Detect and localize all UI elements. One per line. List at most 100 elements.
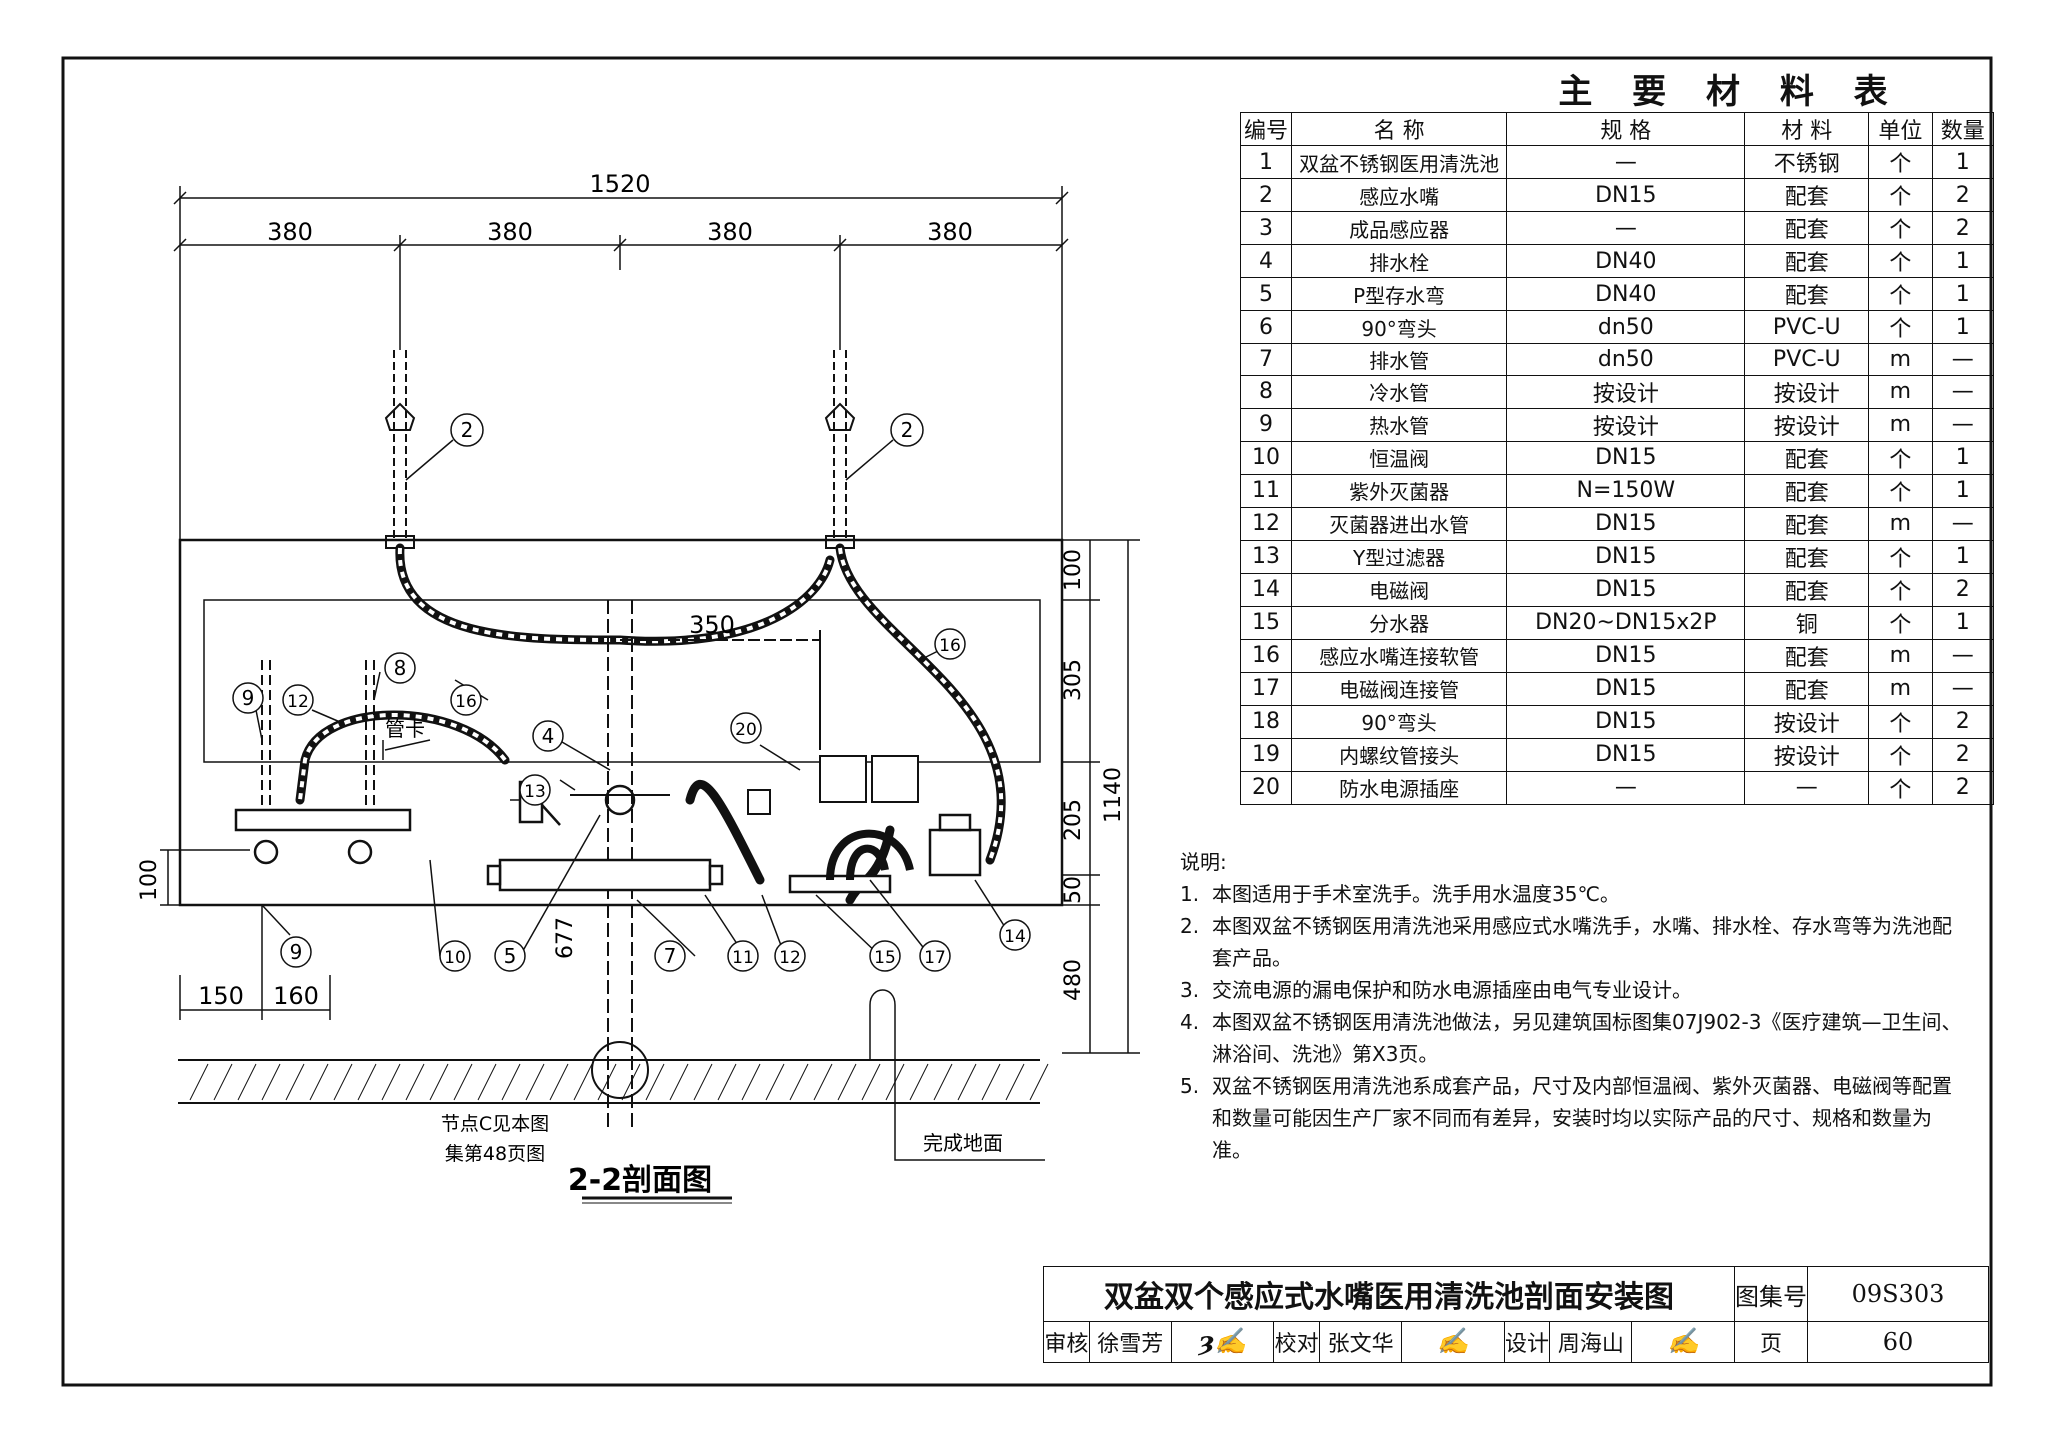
leader-lines [254,439,1011,957]
materials-cell: 1 [1931,440,1995,475]
hatch-line [381,1063,401,1101]
materials-cell: — [1506,770,1746,805]
balloon-2b: 2 [901,418,914,442]
balloon-4: 4 [542,724,555,748]
hatch-line [333,1063,353,1101]
hatch-line [741,1063,761,1101]
materials-cell: — [1931,506,1995,541]
dim-seg-3: 380 [707,218,753,246]
materials-cell: 个 [1868,473,1933,508]
materials-cell: 6 [1240,310,1292,344]
materials-cell: P型存水弯 [1290,277,1508,311]
materials-cell: DN15 [1506,704,1746,739]
materials-cell: 10 [1240,440,1292,475]
materials-cell: 配套 [1744,506,1870,541]
materials-header-row: 编号 名 称 规 格 材 料 单位 数量 [1240,112,1995,146]
materials-cell: 18 [1240,704,1292,739]
balloon-14: 14 [1004,927,1026,947]
materials-cell: DN15 [1506,506,1746,541]
designer-name: 周海山 [1549,1321,1633,1363]
materials-cell: 2 [1931,211,1995,245]
balloon-16a: 16 [455,692,477,712]
note-number: 2. [1180,914,1200,938]
materials-cell: 5 [1240,277,1292,311]
materials-cell: 个 [1868,440,1933,475]
label-pipe-clip: 管卡 [385,717,425,741]
materials-cell: 分水器 [1290,605,1508,640]
hatch-line [261,1063,281,1101]
note-text: 本图双盆不锈钢医用清洗池采用感应式水嘴洗手，水嘴、排水栓、存水弯等为洗池配套产品… [1212,914,1952,970]
drain-assembly [570,600,821,1130]
check-label: 校对 [1273,1321,1320,1363]
materials-cell: 灭菌器进出水管 [1290,506,1508,541]
materials-cell: 11 [1240,473,1292,508]
atlas-label: 图集号 [1734,1266,1808,1322]
note-item: 5.双盆不锈钢医用清洗池系成套产品，尺寸及内部恒温阀、紫外灭菌器、电磁阀等配置和… [1180,1070,1970,1166]
note-item: 4.本图双盆不锈钢医用清洗池做法，另见建筑国标图集07J902-3《医疗建筑—卫… [1180,1006,1970,1070]
col-header: 编号 [1240,112,1292,146]
dim-v100: 100 [1061,549,1086,591]
power-sockets [747,755,919,815]
materials-cell: 个 [1868,310,1933,344]
hatch-line [237,1063,257,1101]
checker-name: 张文华 [1318,1321,1403,1363]
materials-cell: DN40 [1506,277,1746,311]
materials-cell: m [1868,374,1933,409]
materials-cell: 17 [1240,671,1292,706]
dim-160: 160 [273,982,319,1010]
materials-cell: 个 [1868,605,1933,640]
materials-cell: PVC-U [1744,310,1870,344]
note-text: 本图适用于手术室洗手。洗手用水温度35℃。 [1212,882,1620,906]
solenoid-pipe [826,829,914,881]
hatch-line [477,1063,497,1101]
balloon-5: 5 [504,944,517,968]
hatch-line [525,1063,545,1101]
hatch-line [861,1063,881,1101]
materials-cell: 个 [1868,178,1933,212]
materials-cell: 排水管 [1290,343,1508,376]
hatch-line [717,1063,737,1101]
materials-cell: DN15 [1506,440,1746,475]
hatch-line [645,1063,665,1101]
hatch-line [213,1063,233,1101]
label-node-note-1: 节点C见本图 [441,1113,549,1135]
hatch-line [693,1063,713,1101]
materials-cell: 2 [1931,704,1995,739]
col-header: 名 称 [1290,112,1508,146]
materials-cell: 不锈钢 [1744,145,1870,179]
materials-cell: 2 [1931,770,1995,805]
balloon-9a: 9 [242,686,255,710]
hatch-line [813,1063,833,1101]
materials-cell: 配套 [1744,440,1870,475]
dim-total: 1520 [589,170,650,198]
thermostatic-valve [234,808,412,865]
drawing-title: 2-2剖面图 [568,1163,712,1198]
drawing-title-main: 双盆双个感应式水嘴医用清洗池剖面安装图 [1043,1266,1735,1322]
note-item: 3.交流电源的漏电保护和防水电源插座由电气专业设计。 [1180,974,1970,1006]
materials-cell: DN15 [1506,671,1746,706]
col-header: 数量 [1931,112,1995,146]
hatch-line [429,1063,449,1101]
materials-cell: 个 [1868,770,1933,805]
materials-cell: 14 [1240,572,1292,607]
materials-cell: DN20~DN15x2P [1506,605,1746,640]
note-number: 1. [1180,882,1200,906]
materials-cell: m [1868,343,1933,376]
materials-cell: DN40 [1506,244,1746,278]
materials-cell: 7 [1240,343,1292,376]
hatch-line [309,1063,329,1101]
materials-cell: m [1868,671,1933,706]
materials-cell: 1 [1931,605,1995,640]
note-number: 5. [1180,1074,1200,1098]
hatch-line [765,1063,785,1101]
